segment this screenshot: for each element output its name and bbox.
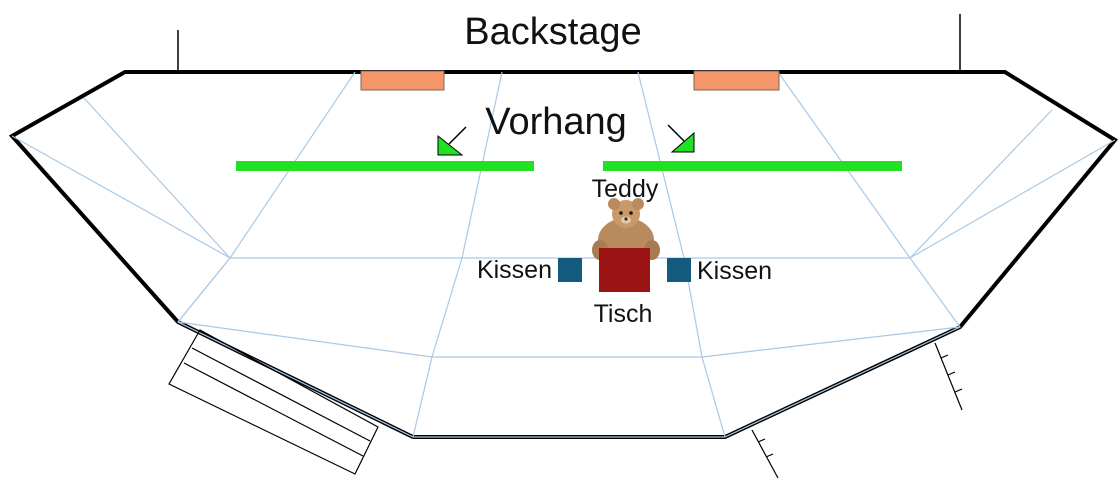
cushion-left-label: Kissen: [477, 256, 552, 284]
stage-grid: [11, 71, 1116, 438]
railing-right: [751, 342, 963, 479]
cushion-left: [558, 258, 582, 282]
cushion-right-label: Kissen: [697, 257, 772, 285]
door-left: [360, 70, 445, 91]
teddy-label: Teddy: [592, 175, 659, 203]
curtain-right: [603, 161, 902, 171]
curtain-left: [236, 161, 534, 171]
door-right: [693, 70, 780, 91]
backstage-label: Backstage: [464, 11, 641, 53]
stairs: [168, 329, 379, 475]
curtain-label: Vorhang: [485, 101, 627, 143]
curtain-arrow-left: [437, 126, 467, 156]
table-label: Tisch: [594, 300, 653, 328]
curtain-arrow-right: [667, 124, 695, 153]
table: [599, 248, 650, 292]
cushion-right: [667, 258, 691, 282]
